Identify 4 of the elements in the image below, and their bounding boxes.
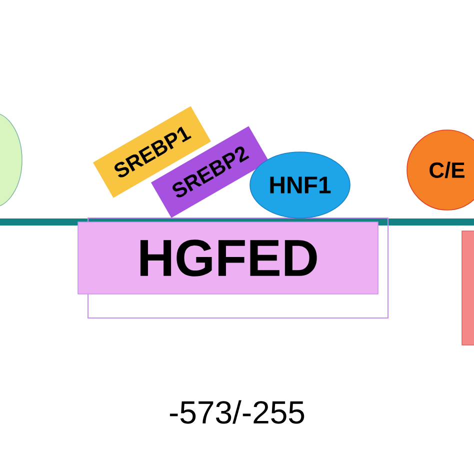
box-shape <box>462 230 474 346</box>
protein-oval: HNF1 <box>250 152 350 218</box>
position-label: -573/-255 <box>170 400 304 424</box>
promoter-box: HGFED <box>78 222 378 294</box>
